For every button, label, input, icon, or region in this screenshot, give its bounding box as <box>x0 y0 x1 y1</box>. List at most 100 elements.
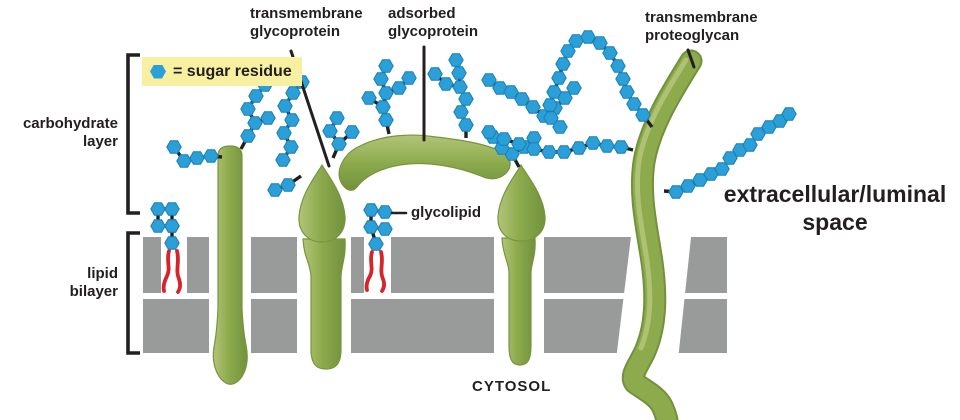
sugar-residue-hexagon <box>615 72 631 86</box>
transmembrane-glycoprotein-shape <box>298 163 346 370</box>
rod-glycoprotein-shape <box>212 145 248 385</box>
sugar-residue-hexagon <box>542 98 558 112</box>
sugar-residue-hexagon <box>391 81 407 95</box>
carbohydrate-layer-bracket <box>126 53 140 215</box>
sugar-residue-hexagon <box>481 125 497 139</box>
label-lipid-bilayer: lipid bilayer <box>69 265 118 300</box>
sugar-residue-hexagon <box>378 113 394 127</box>
sugar-residue-hexagon <box>668 185 684 199</box>
sugar-residue-hexagon <box>541 145 557 159</box>
sugar-residue-hexagon <box>277 99 293 113</box>
sugar-residue-hexagon <box>492 81 508 95</box>
sugar-residue-hexagon <box>344 125 360 139</box>
sugar-residue-hexagon <box>283 140 299 154</box>
legend-text: = sugar residue <box>173 62 292 80</box>
label-adsorbed-glycoprotein: adsorbed glycoprotein <box>388 5 479 40</box>
sugar-residue-hexagon <box>427 67 443 81</box>
sugar-residue-hexagon <box>363 203 379 217</box>
sugar-residue-hexagon <box>514 92 530 106</box>
carbohydrate-chains <box>150 30 797 251</box>
sugar-residue-hexagon <box>680 179 696 193</box>
sugar-residue-hexagon <box>164 236 180 250</box>
sugar-residue-hexagon <box>560 44 576 58</box>
sugar-residue-hexagon <box>546 85 562 99</box>
sugar-residue-hexagon <box>496 132 512 146</box>
sugar-residue-hexagon <box>526 142 542 156</box>
sugar-residue-hexagon <box>452 80 468 94</box>
sugar-residue-hexagon <box>150 219 166 233</box>
sugar-residue-hexagon <box>481 73 497 87</box>
label-cytosol: CYTOSOL <box>472 378 552 395</box>
label-transmembrane-glycoprotein: transmembrane glycoprotein <box>250 5 363 40</box>
legend-box: = sugar residue <box>142 57 302 86</box>
glycoprotein-2-shape <box>497 163 546 366</box>
sugar-residue-hexagon <box>164 219 180 233</box>
sugar-residue-hexagon <box>275 153 291 167</box>
sugar-residue-hexagon <box>592 36 608 50</box>
sugar-residue-hexagon <box>568 34 584 48</box>
sugar-residue-hexagon <box>552 120 568 134</box>
sugar-residue-hexagon <box>610 59 626 73</box>
sugar-residue-hexagon <box>551 71 567 85</box>
sugar-residue-hexagon <box>602 46 618 60</box>
sugar-residue-hexagon <box>503 85 519 99</box>
sugar-residue-icon <box>150 64 166 79</box>
sugar-residue-hexagon <box>750 127 766 141</box>
sugar-residue-hexagon <box>571 141 587 155</box>
lipid-bilayer-bracket <box>126 231 140 355</box>
sugar-residue-hexagon <box>285 86 301 100</box>
sugar-residue-hexagon <box>247 116 263 130</box>
sugar-residue-hexagon <box>585 136 601 150</box>
glycolipid-fatty-acid-tails <box>161 249 386 294</box>
bilayer-midline <box>143 293 727 299</box>
sugar-residue-hexagon <box>373 72 389 86</box>
sugar-residue-hexagon <box>248 89 264 103</box>
sugar-residue-hexagon <box>511 137 527 151</box>
sugar-residue-hexagon <box>626 97 642 111</box>
sugar-residue-hexagon <box>176 154 192 168</box>
sugar-residue-hexagon <box>458 92 474 106</box>
sugar-residue-hexagon <box>331 137 347 151</box>
sugar-residue-hexagon <box>276 126 292 140</box>
sugar-residue-hexagon <box>566 81 582 95</box>
sugar-residue-hexagon <box>329 111 345 125</box>
sugar-residue-hexagon <box>150 202 166 216</box>
sugar-residue-hexagon <box>260 111 276 125</box>
label-transmembrane-proteoglycan: transmembrane proteoglycan <box>645 9 758 44</box>
sugar-residue-hexagon <box>166 140 182 154</box>
sugar-residue-hexagon <box>267 183 283 197</box>
label-carbohydrate-layer: carbohydrate layer <box>22 115 118 150</box>
sugar-residue-hexagon <box>284 113 300 127</box>
sugar-residue-hexagon <box>451 66 467 80</box>
sugar-residue-hexagon <box>378 59 394 73</box>
sugar-residue-hexagon <box>555 57 571 71</box>
sugar-residue-hexagon <box>164 202 180 216</box>
sugar-residue-hexagon <box>203 149 219 163</box>
transmembrane-proteoglycan-shape <box>621 49 703 420</box>
sugar-residue-hexagon <box>613 140 629 154</box>
sugar-residue-hexagon <box>458 118 474 132</box>
sugar-residue-hexagon <box>377 222 393 236</box>
sugar-residue-hexagon <box>240 102 256 116</box>
sugar-residue-hexagon <box>378 86 394 100</box>
sugar-residue-hexagon <box>525 100 541 114</box>
sugar-residue-hexagon <box>635 108 651 122</box>
leader-transmembrane-proteoglycan <box>686 48 696 69</box>
sugar-residue-hexagon <box>240 129 256 143</box>
sugar-residue-hexagon <box>453 105 469 119</box>
sugar-residue-hexagon <box>619 85 635 99</box>
sugar-residue-hexagon <box>363 220 379 234</box>
sugar-residue-hexagon <box>368 237 384 251</box>
sugar-residue-hexagon <box>401 71 417 85</box>
sugar-residue-hexagon <box>280 178 296 192</box>
label-glycolipid: glycolipid <box>411 204 482 221</box>
sugar-residue-hexagon <box>781 107 797 121</box>
sugar-residue-hexagon <box>703 167 719 181</box>
sugar-residue-hexagon <box>599 139 615 153</box>
sugar-residue-hexagon <box>377 205 393 219</box>
label-extracellular-luminal-space: extracellular/luminal space <box>723 181 947 235</box>
sugar-residue-hexagon <box>375 100 391 114</box>
sugar-residue-hexagon <box>438 77 454 91</box>
sugar-residue-hexagon <box>556 145 572 159</box>
